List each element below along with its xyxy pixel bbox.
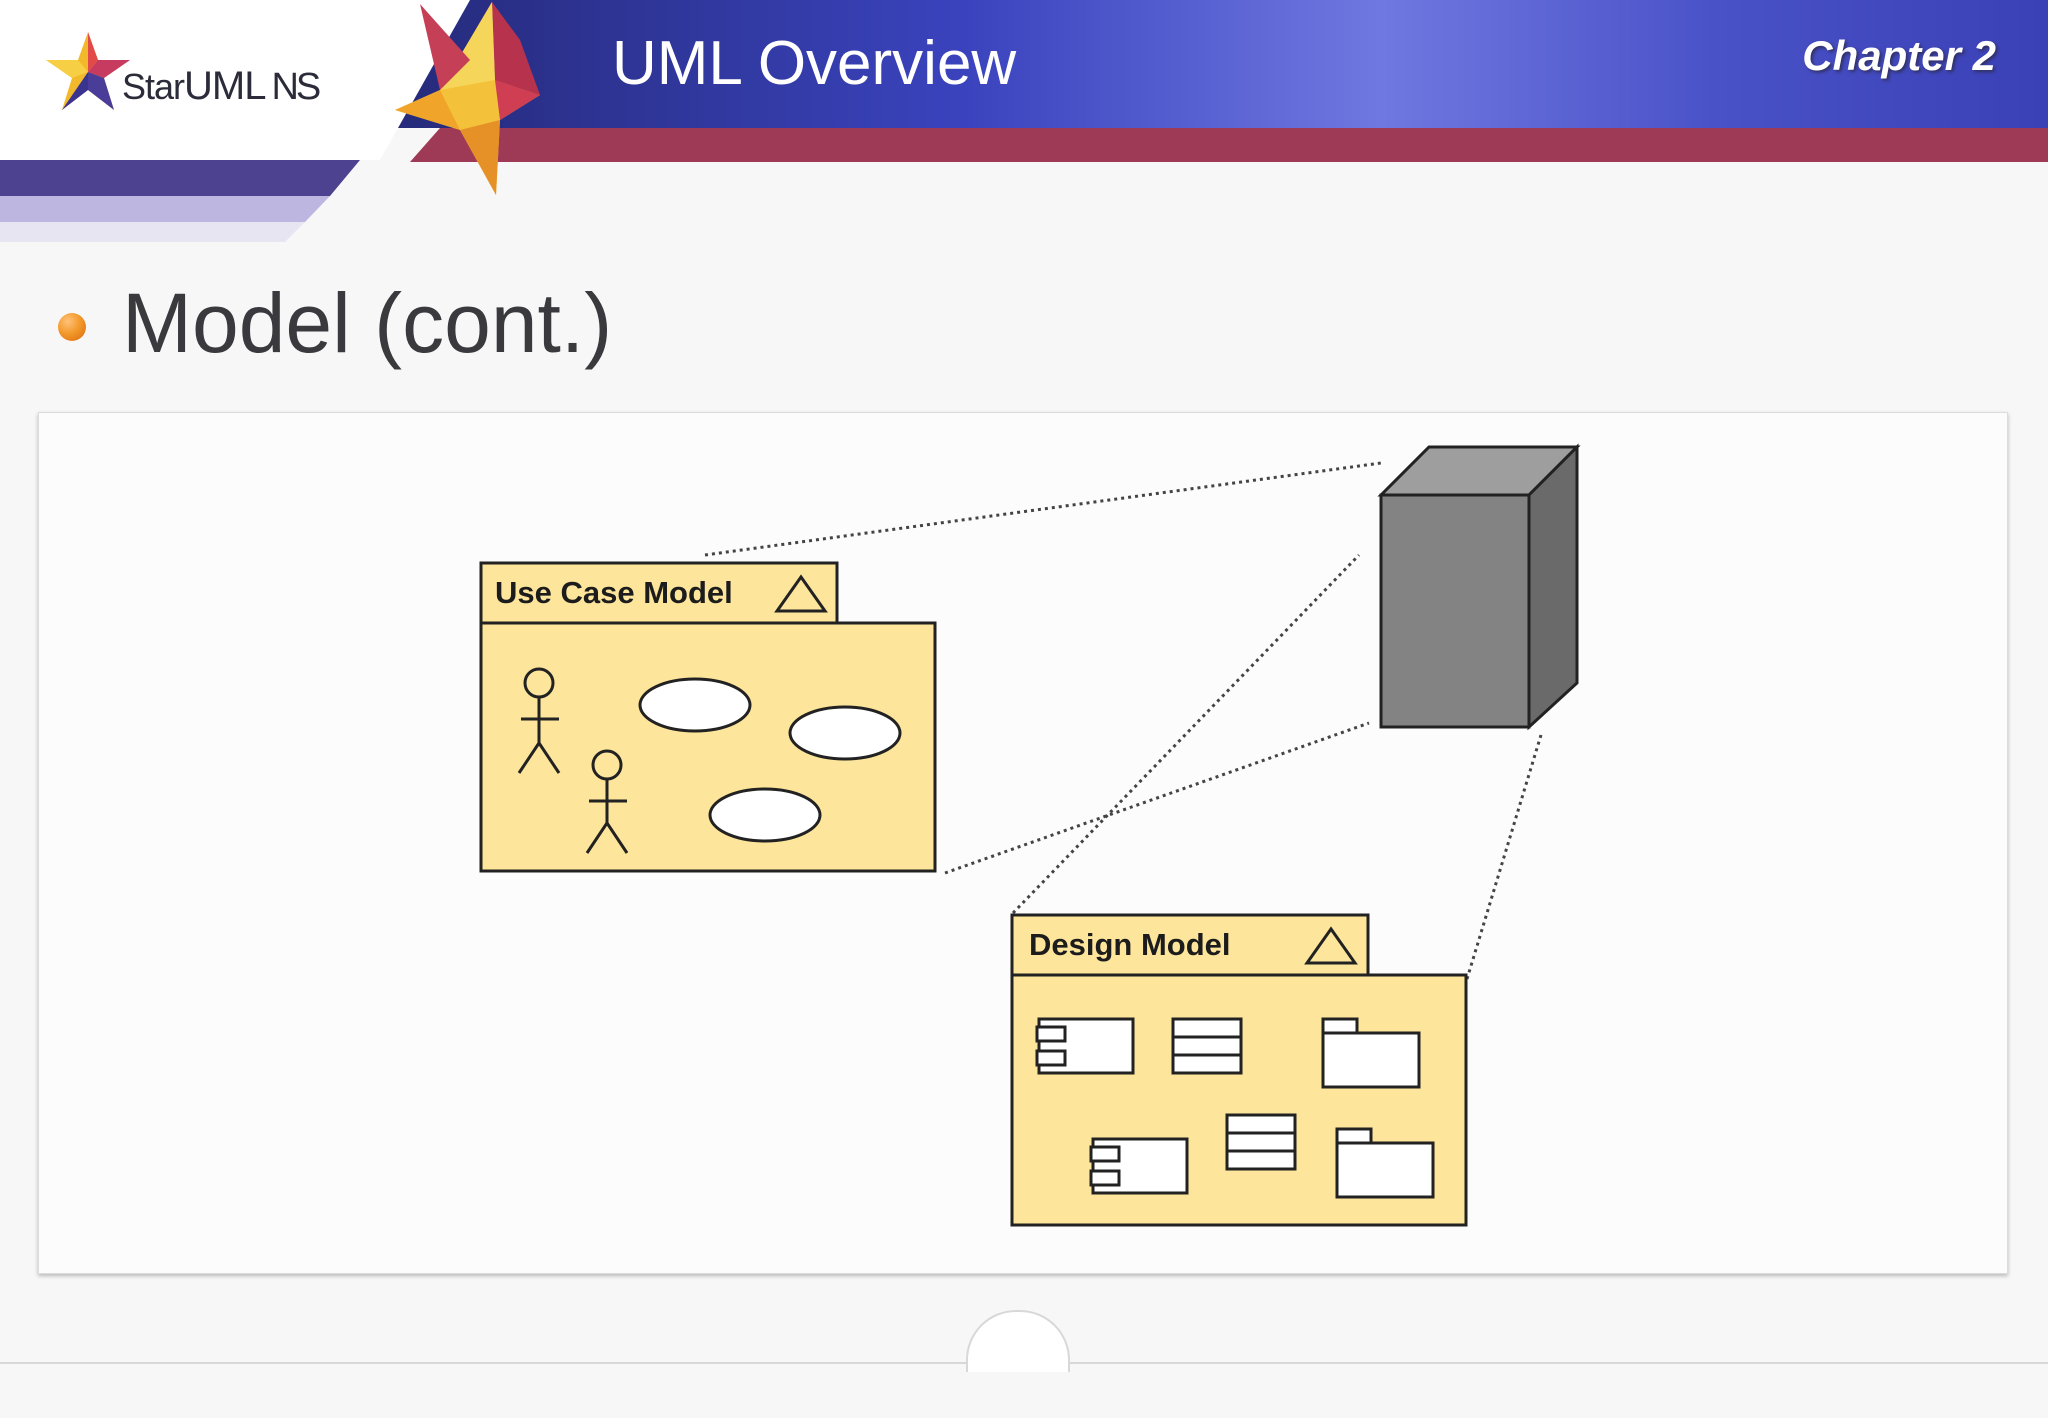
projection-line <box>1011 553 1361 915</box>
actor-icon <box>517 667 561 774</box>
package-tab <box>1010 913 1370 977</box>
footer-tab <box>966 1310 1070 1372</box>
header-graphic <box>0 0 2048 242</box>
bullet-text: Model (cont.) <box>122 275 613 370</box>
use-case-icon <box>638 677 752 733</box>
projection-lines <box>704 461 1543 980</box>
triangle-icon <box>774 574 828 613</box>
triangle-icon <box>1304 926 1358 965</box>
bullet-dot-icon <box>58 313 86 341</box>
use-case-model-label: Use Case Model <box>495 575 733 610</box>
component-icon <box>1035 1017 1135 1075</box>
design-package <box>1010 913 1468 1227</box>
component-icon <box>1089 1137 1189 1195</box>
actor-icon <box>585 749 629 854</box>
package-tab <box>479 561 839 625</box>
use-case-icon <box>708 787 822 843</box>
starUML-logo-icon <box>46 32 130 110</box>
projection-line <box>1465 734 1543 980</box>
projection-line <box>944 721 1370 875</box>
model-diagram <box>479 443 1581 1227</box>
class-icon <box>1171 1017 1243 1075</box>
folder-icon <box>1321 1017 1421 1089</box>
use-case-icon <box>788 705 902 761</box>
projection-line <box>704 461 1382 557</box>
diagram-panel: Use Case Model Design Model <box>38 412 2008 1274</box>
folder-icon <box>1335 1127 1435 1199</box>
star-decoration-icon <box>395 2 540 195</box>
slide-title: UML Overview <box>612 29 1017 98</box>
class-icon <box>1225 1113 1297 1171</box>
design-model-label: Design Model <box>1029 927 1231 962</box>
model-cube-icon <box>1377 443 1581 731</box>
use-case-package <box>479 561 937 873</box>
chapter-label: Chapter 2 <box>1802 32 1996 79</box>
bullet-item: Model (cont.) <box>58 268 612 378</box>
